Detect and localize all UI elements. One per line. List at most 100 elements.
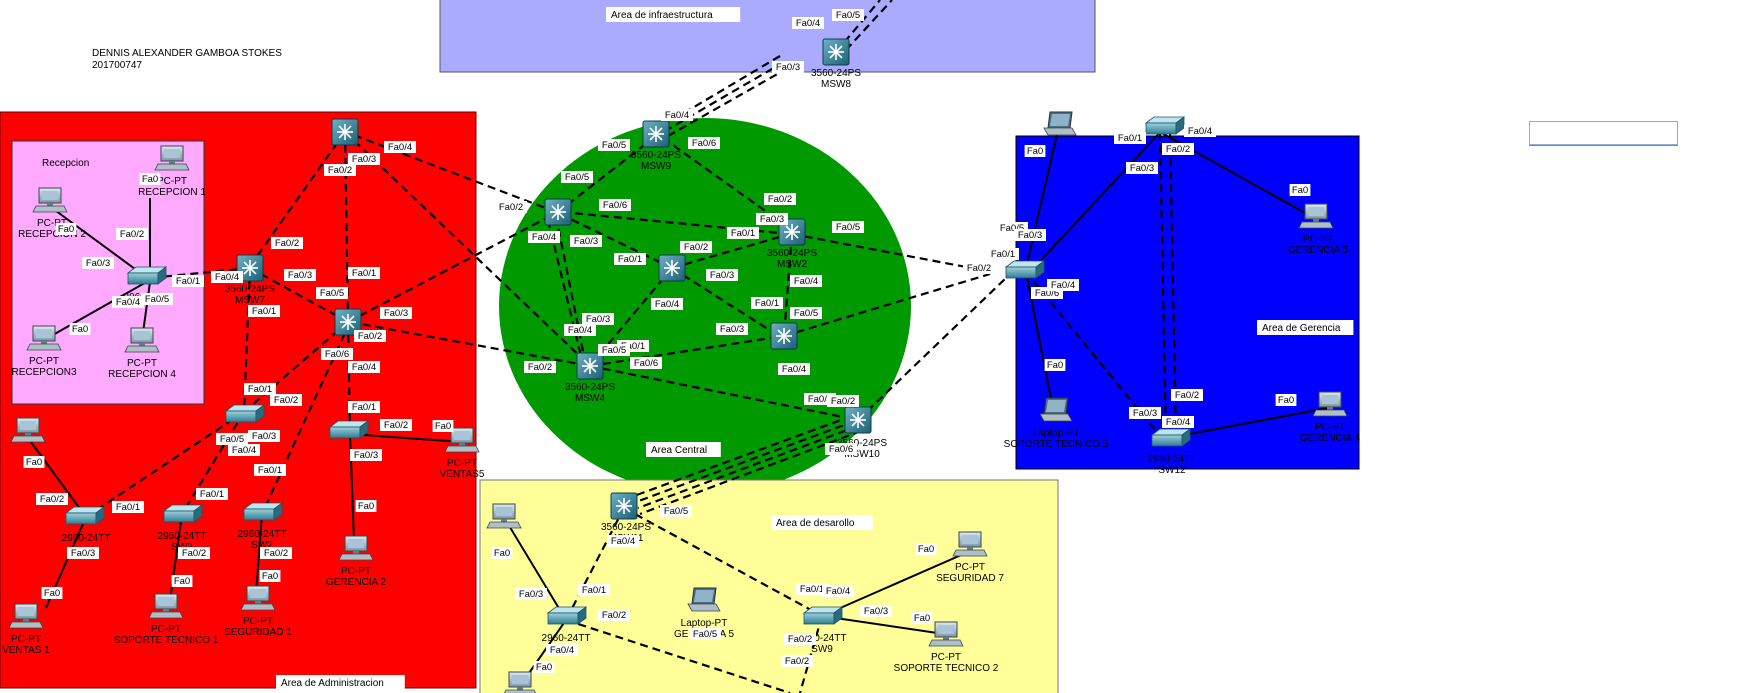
port-label: Fa0/3 bbox=[574, 236, 598, 247]
port-label-box bbox=[772, 61, 804, 73]
port-label-box bbox=[1129, 407, 1161, 419]
device-name: VENTAS5 bbox=[440, 469, 485, 480]
port-label: Fa0/3 bbox=[760, 214, 784, 225]
search-input[interactable] bbox=[1529, 121, 1678, 145]
port-label: Fa0/4 bbox=[215, 272, 239, 283]
port-label-box bbox=[630, 357, 662, 369]
switch-icon[interactable] bbox=[1145, 116, 1185, 135]
device-model: 3560-24PS bbox=[225, 284, 275, 295]
port-label: Fa0/3 bbox=[720, 324, 744, 335]
device-name: SEGURIDAD 7 bbox=[936, 573, 1004, 584]
device-model: 3560-24PS bbox=[811, 68, 861, 79]
multilayer-switch-icon[interactable] bbox=[642, 120, 670, 148]
port-label-box bbox=[599, 199, 631, 211]
device-model: PC-PT bbox=[37, 218, 67, 229]
port-label-box bbox=[248, 430, 280, 442]
port-label-box bbox=[860, 605, 892, 617]
switch-icon[interactable] bbox=[1151, 428, 1191, 447]
port-label-box bbox=[116, 228, 148, 240]
switch-icon[interactable] bbox=[329, 420, 369, 439]
port-label-box bbox=[987, 248, 1019, 260]
port-label: Fa0/5 bbox=[320, 288, 344, 299]
port-label: Fa0 bbox=[142, 174, 158, 185]
port-label: Fa0/1 bbox=[731, 228, 755, 239]
port-label: Fa0/3 bbox=[86, 258, 110, 269]
port-label: Fa0/4 bbox=[352, 362, 376, 373]
switch-icon[interactable] bbox=[163, 504, 203, 523]
switch-icon[interactable] bbox=[1005, 260, 1045, 279]
area-label-box bbox=[606, 7, 741, 22]
port-label-box bbox=[688, 137, 720, 149]
port-label: Fa0/2 bbox=[40, 494, 64, 505]
port-label-box bbox=[171, 575, 193, 587]
port-label-box bbox=[23, 456, 45, 468]
device-name: RECEPCION3 bbox=[11, 367, 76, 378]
port-label: Fa0/4 bbox=[1051, 280, 1075, 291]
area-title: Recepcion bbox=[42, 158, 89, 169]
multilayer-switch-icon[interactable] bbox=[770, 322, 798, 350]
switch-icon[interactable] bbox=[803, 606, 843, 625]
laptop-icon[interactable] bbox=[1043, 111, 1077, 136]
switch-icon[interactable] bbox=[547, 606, 587, 625]
port-label-box bbox=[270, 394, 302, 406]
port-label-box bbox=[1114, 132, 1146, 144]
multilayer-switch-icon[interactable] bbox=[576, 352, 604, 380]
device-model: 2960-24TT bbox=[158, 531, 207, 542]
port-label: Fa0/2 bbox=[120, 229, 144, 240]
device-model: 2960-24TT bbox=[1148, 454, 1197, 465]
port-label: Fa0/4 bbox=[116, 297, 140, 308]
port-label: Fa0/4 bbox=[796, 18, 820, 29]
switch-icon[interactable] bbox=[225, 404, 265, 423]
area-title: Area de Gerencia bbox=[1262, 323, 1341, 334]
port-label: Fa0/4 bbox=[655, 299, 679, 310]
port-label-box bbox=[259, 570, 281, 582]
multilayer-switch-icon[interactable] bbox=[844, 406, 872, 434]
port-label-box bbox=[1171, 389, 1203, 401]
port-label: Fa0/1 bbox=[352, 402, 376, 413]
port-label: Fa0/3 bbox=[1133, 408, 1157, 419]
device-name: RECEPCION 2 bbox=[18, 229, 86, 240]
port-label-box bbox=[825, 443, 857, 455]
port-label-box bbox=[495, 201, 527, 213]
switch-icon[interactable] bbox=[243, 502, 283, 521]
port-label-box bbox=[790, 307, 822, 319]
port-label-box bbox=[1014, 229, 1046, 241]
device-model: 3560-24PS bbox=[565, 382, 615, 393]
port-label-box bbox=[546, 644, 578, 656]
area-desarrollo bbox=[479, 479, 1059, 693]
port-label-box bbox=[680, 241, 712, 253]
device-model: PC-PT bbox=[151, 624, 181, 635]
device-name: SW12 bbox=[1158, 465, 1186, 476]
port-label-box bbox=[607, 535, 639, 547]
port-label: Fa0/1 bbox=[352, 268, 376, 279]
multilayer-switch-icon[interactable] bbox=[544, 198, 572, 226]
port-label: Fa0 bbox=[72, 324, 88, 335]
port-label-box bbox=[112, 296, 144, 308]
port-label: Fa0 bbox=[174, 576, 190, 587]
device-name: RECEPCION 1 bbox=[138, 187, 206, 198]
area-label-box bbox=[771, 515, 873, 530]
port-label-box bbox=[756, 213, 788, 225]
device-model: Laptop-PT bbox=[1033, 428, 1080, 439]
port-label: Fa0/6 bbox=[325, 349, 349, 360]
port-label: Fa0/2 bbox=[328, 165, 352, 176]
multilayer-switch-icon[interactable] bbox=[658, 254, 686, 282]
port-label: Fa0/6 bbox=[1035, 288, 1059, 299]
port-label-box bbox=[651, 298, 683, 310]
port-label-box bbox=[321, 348, 353, 360]
port-label-box bbox=[911, 612, 933, 624]
port-label-box bbox=[796, 583, 828, 595]
multilayer-switch-icon[interactable] bbox=[822, 38, 850, 66]
switch-icon[interactable] bbox=[65, 506, 105, 525]
multilayer-switch-icon[interactable] bbox=[331, 118, 359, 146]
area-infraestructura bbox=[439, 0, 1096, 73]
port-label: Fa0/4 bbox=[388, 142, 412, 153]
port-label-box bbox=[751, 297, 783, 309]
port-label-box bbox=[963, 262, 995, 274]
port-label-box bbox=[561, 171, 593, 183]
port-label: Fa0/2 bbox=[499, 202, 523, 213]
port-label-box bbox=[82, 257, 114, 269]
switch-icon[interactable] bbox=[127, 266, 167, 285]
multilayer-switch-icon[interactable] bbox=[610, 492, 638, 520]
